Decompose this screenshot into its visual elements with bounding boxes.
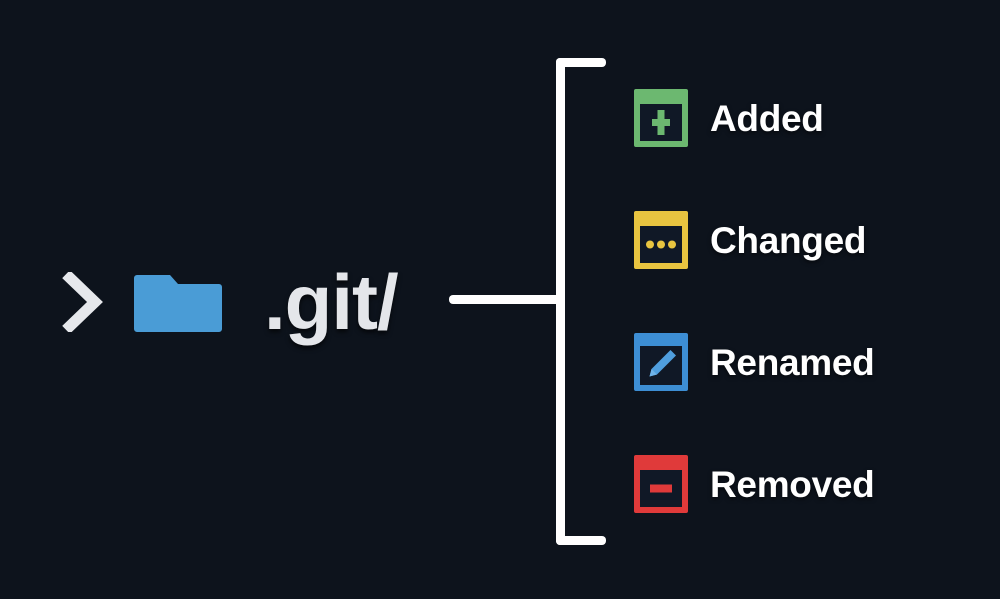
legend-label-removed: Removed [710, 463, 875, 505]
dots-square-icon [632, 209, 690, 271]
bracket-stem [556, 58, 565, 545]
status-legend: Added Changed [632, 86, 962, 516]
path-label: .git/ [264, 258, 399, 346]
legend-item-changed: Changed [632, 208, 962, 272]
legend-item-added: Added [632, 86, 962, 150]
bracket-arm-top [556, 58, 606, 67]
minus-square-icon [632, 453, 690, 515]
legend-label-changed: Changed [710, 219, 867, 261]
legend-item-removed: Removed [632, 452, 962, 516]
connector-line [449, 295, 563, 304]
bracket-arm-bottom [556, 536, 606, 545]
pencil-square-icon [632, 331, 690, 393]
legend-label-renamed: Renamed [710, 341, 875, 383]
git-directory-path: .git/ [62, 258, 399, 346]
chevron-right-icon [62, 272, 106, 332]
legend-label-added: Added [710, 97, 824, 139]
legend-item-renamed: Renamed [632, 330, 962, 394]
bracket-connector [556, 58, 608, 545]
plus-square-icon [632, 87, 690, 149]
folder-icon [132, 270, 224, 334]
